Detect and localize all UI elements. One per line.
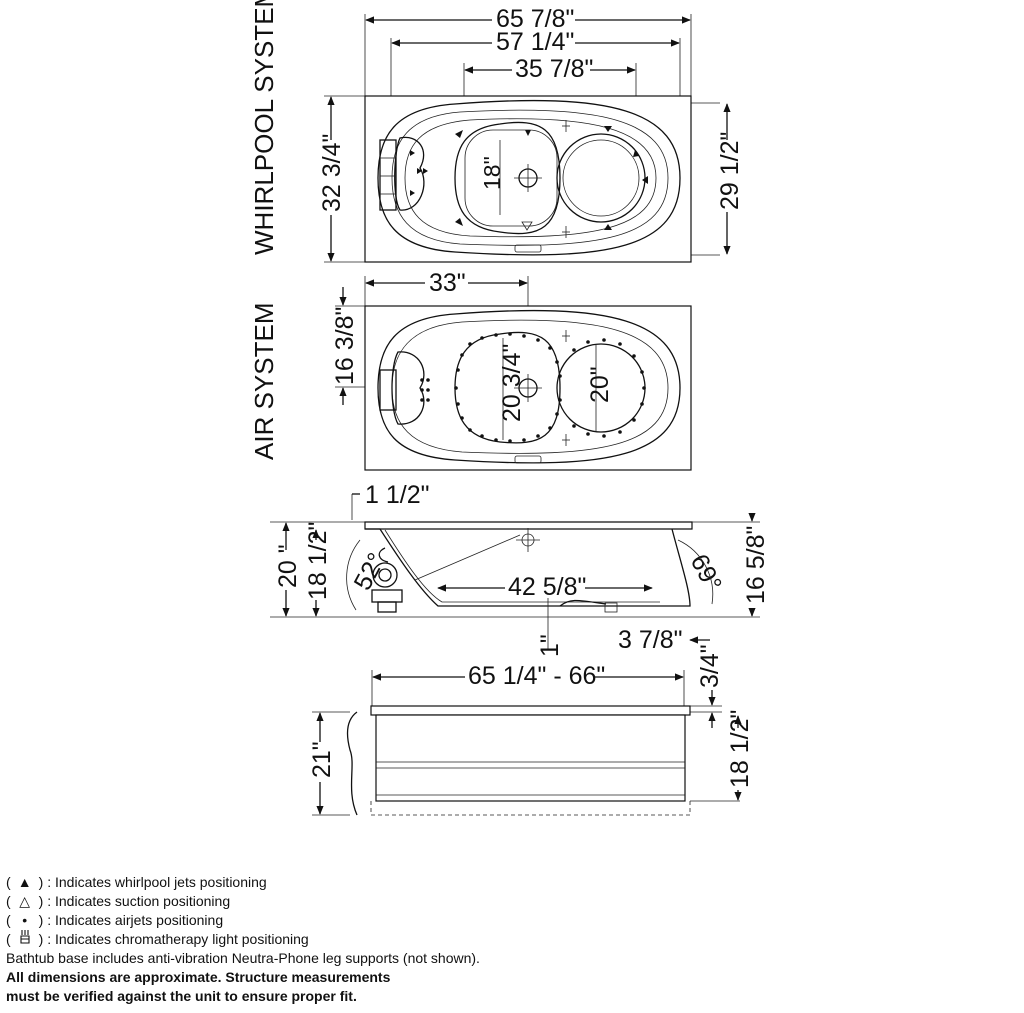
dim-depth-overall: 32 3/4" (318, 134, 346, 212)
legend-row-airjets: (•) : Indicates airjets positioning (6, 912, 224, 928)
dim-drain-setback: 3 7/8" (618, 626, 682, 654)
dot-icon: • (22, 912, 28, 928)
whirlpool-system-label: WHIRLPOOL SYSTEM (249, 0, 279, 255)
dim-drain-from-end: 33" (429, 269, 466, 297)
dim-drain-from-side: 16 3/8" (331, 307, 359, 385)
legend-row-suction: (△) : Indicates suction positioning (6, 893, 231, 909)
dim-height-inner: 18 1/2" (304, 522, 332, 600)
dim-length-range: 65 1/4" - 66" (468, 662, 605, 690)
dim-width-rim: 57 1/4" (496, 28, 574, 56)
dim-skirt-height: 18 1/2" (726, 710, 754, 788)
legend-row-whirlpool-jets: (▲) : Indicates whirlpool jets positioni… (6, 874, 267, 890)
whirlpool-top-view: WHIRLPOOL SYSTEM 65 7/8" 57 1/4" 35 7/8"… (249, 0, 744, 263)
dim-width-basin: 35 7/8" (515, 55, 593, 83)
legend-row-chromatherapy: () : Indicates chromatherapy light posit… (6, 930, 309, 949)
legend: (▲) : Indicates whirlpool jets positioni… (6, 873, 480, 1006)
dim-basin-width: 20 3/4" (498, 344, 526, 422)
triangle-filled-icon: ▲ (17, 874, 32, 890)
front-view: 65 1/4" - 66" 3/4" 18 1/2" 21" (308, 644, 754, 816)
dim-width-overall: 65 7/8" (496, 5, 574, 33)
air-top-view: AIR SYSTEM 33" 16 3/8" 20 3/4" 20" (249, 269, 692, 471)
side-section-view: 1 1/2" 20 " 18 1/2" 52° 42 5/8" 1" (270, 481, 770, 657)
dim-drain-offset: 18" (479, 156, 505, 190)
dim-depth-right: 16 5/8" (742, 526, 770, 604)
triangle-outline-icon: △ (19, 893, 31, 909)
base-note: Bathtub base includes anti-vibration Neu… (6, 950, 480, 966)
air-system-label: AIR SYSTEM (249, 303, 279, 460)
light-icon (11, 930, 39, 949)
dim-drain-raise: 1" (536, 634, 564, 657)
warning-line-1: All dimensions are approximate. Structur… (6, 969, 391, 985)
dim-basin-width-2: 20" (586, 366, 614, 403)
dim-angle-left: 52° (349, 548, 391, 595)
dim-bottom-length: 42 5/8" (508, 573, 586, 601)
dim-angle-right: 69° (685, 550, 727, 597)
dim-height-total-front: 21" (308, 741, 336, 778)
dim-height-total: 20 " (274, 544, 302, 588)
technical-drawing: WHIRLPOOL SYSTEM 65 7/8" 57 1/4" 35 7/8"… (249, 0, 770, 816)
dim-rim-thickness: 1 1/2" (365, 481, 429, 509)
dim-depth-inner: 29 1/2" (716, 132, 744, 210)
warning-line-2: must be verified against the unit to ens… (6, 988, 357, 1004)
dim-lip: 3/4" (696, 644, 724, 688)
